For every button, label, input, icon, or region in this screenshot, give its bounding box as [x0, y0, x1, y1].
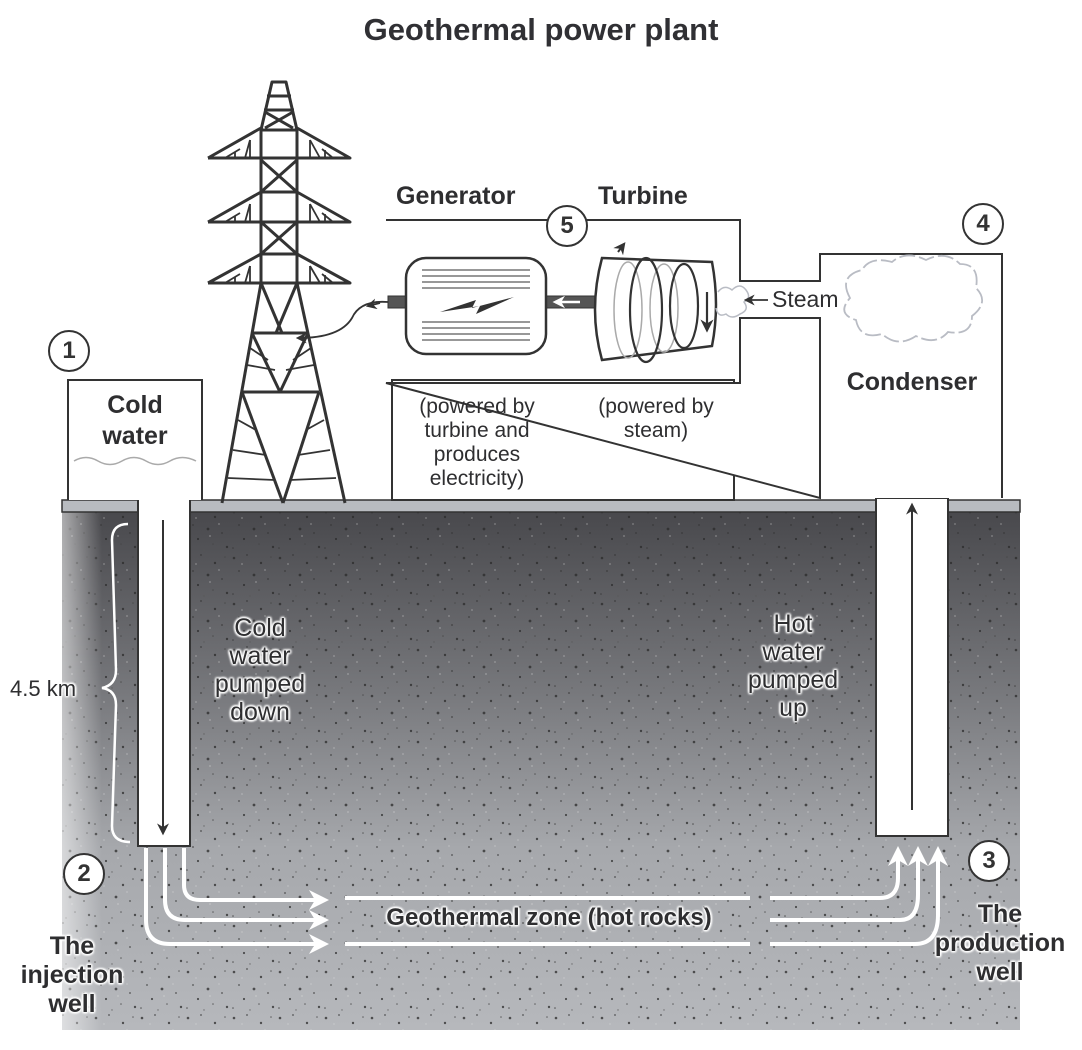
generator	[404, 256, 548, 356]
geothermal-flow-arrows	[144, 846, 948, 954]
cold-flow-line: water	[229, 642, 291, 670]
production-well-label: The production well	[912, 900, 1082, 987]
diagram-title: Geothermal power plant	[363, 12, 719, 47]
cold-water-line-1: Cold	[107, 391, 163, 419]
generator-note-line: produces	[433, 443, 521, 466]
step-2-badge: 2	[63, 853, 105, 895]
generator-note: (powered by turbine and produces electri…	[394, 395, 560, 491]
steam-cloud	[843, 254, 983, 343]
cold-flow-line: pumped	[214, 670, 306, 698]
injection-well-label: The injection well	[4, 932, 140, 1019]
turbine-label: Turbine	[598, 182, 688, 210]
condenser-label: Condenser	[846, 368, 978, 396]
step-1-badge: 1	[48, 330, 90, 372]
production-well-line: well	[976, 958, 1024, 986]
generator-note-line: turbine and	[424, 419, 530, 442]
turbine	[593, 242, 718, 364]
cold-water-label: Cold water	[70, 390, 200, 452]
injection-well-line: The	[49, 932, 95, 960]
cold-water-flow-label: Cold water pumped down	[200, 614, 320, 726]
hot-flow-line: water	[762, 638, 824, 666]
production-well-shaft	[875, 497, 949, 837]
power-cable	[295, 300, 389, 344]
injection-well-line: well	[48, 990, 96, 1018]
injection-well-shaft	[137, 497, 191, 847]
generator-note-line: (powered by	[419, 395, 535, 418]
turbine-note: (powered by steam)	[576, 395, 736, 443]
depth-brace	[101, 522, 131, 844]
step-4-badge: 4	[962, 203, 1004, 245]
ground	[61, 499, 1021, 1030]
cold-water-line-2: water	[102, 422, 168, 450]
cold-water-tank	[67, 379, 203, 500]
cold-flow-line: Cold	[234, 614, 286, 642]
electricity-pylon	[207, 80, 352, 504]
depth-label: 4.5 km	[10, 676, 77, 701]
production-well-line: The	[977, 900, 1023, 928]
hot-water-flow-label: Hot water pumped up	[730, 610, 856, 722]
generator-note-line: electricity)	[429, 467, 525, 490]
step-5-badge: 5	[546, 205, 588, 247]
steam-label: Steam	[772, 286, 839, 312]
geothermal-zone-label: Geothermal zone (hot rocks)	[386, 904, 712, 931]
hot-flow-line: Hot	[773, 610, 813, 638]
turbine-note-line: (powered by	[598, 395, 714, 418]
hot-flow-line: up	[779, 694, 807, 722]
production-well-line: production	[934, 929, 1066, 957]
injection-well-line: injection	[20, 961, 124, 989]
cold-flow-line: down	[230, 698, 290, 726]
turbine-note-line: steam)	[623, 419, 689, 442]
hot-flow-line: pumped	[747, 666, 839, 694]
step-3-badge: 3	[968, 840, 1010, 882]
generator-label: Generator	[396, 182, 516, 210]
